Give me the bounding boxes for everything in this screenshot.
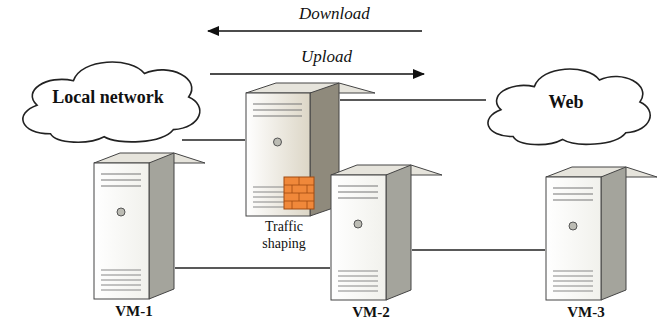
vent-line xyxy=(338,276,378,277)
power-button xyxy=(569,222,577,230)
server-tower xyxy=(93,152,175,300)
vent-line xyxy=(101,270,141,271)
server-label: VM-1 xyxy=(93,302,175,320)
brick-joint xyxy=(299,193,300,201)
vent-line xyxy=(553,276,593,277)
server-side xyxy=(149,153,174,299)
drive-slot xyxy=(338,191,378,192)
drive-slot xyxy=(253,115,302,116)
brick-joint xyxy=(307,185,308,193)
cloud-outline xyxy=(488,69,650,145)
vent-line xyxy=(101,280,141,281)
network-cloud: Web xyxy=(478,54,654,150)
vent-line xyxy=(553,291,593,292)
vent-line xyxy=(553,281,593,282)
server-node: Traffic shaping xyxy=(245,82,340,255)
network-link xyxy=(412,249,545,250)
server-node: VM-1 xyxy=(93,152,175,322)
server-tower xyxy=(330,164,412,301)
drive-slot xyxy=(253,103,302,104)
vent-line xyxy=(553,271,593,272)
vent-line xyxy=(101,275,141,276)
server-node: VM-3 xyxy=(545,166,627,323)
server-side xyxy=(386,165,411,300)
server-label: VM-3 xyxy=(545,303,627,321)
server-top xyxy=(331,165,442,175)
drive-slot xyxy=(553,199,593,200)
drive-slot xyxy=(101,185,141,186)
server-front xyxy=(546,177,601,300)
vent-line xyxy=(338,291,378,292)
drive-slot xyxy=(101,173,141,174)
power-button xyxy=(274,138,282,146)
server-label: VM-2 xyxy=(330,303,412,321)
brick-joint xyxy=(292,201,293,209)
drive-slot xyxy=(338,185,378,186)
server-side xyxy=(601,167,626,300)
download-arrow xyxy=(208,30,422,32)
vent-line xyxy=(101,285,141,286)
brick-joint xyxy=(299,177,300,185)
power-button xyxy=(117,208,125,216)
direction-label: Download xyxy=(299,4,370,24)
server-node: VM-2 xyxy=(330,164,412,323)
network-link xyxy=(182,139,245,140)
drive-slot xyxy=(253,109,302,110)
network-cloud: Local network xyxy=(12,46,204,148)
vent-line xyxy=(553,286,593,287)
vent-line xyxy=(338,271,378,272)
server-label: Traffic shaping xyxy=(253,219,315,253)
network-label: Web xyxy=(548,92,583,113)
drive-slot xyxy=(338,197,378,198)
server-tower xyxy=(245,82,340,217)
vent-line xyxy=(338,286,378,287)
network-label: Local network xyxy=(52,87,164,108)
server-front xyxy=(331,175,386,300)
server-front xyxy=(94,163,149,299)
drive-slot xyxy=(101,179,141,180)
drive-slot xyxy=(553,187,593,188)
firewall-brick xyxy=(284,177,314,209)
vent-line xyxy=(338,281,378,282)
direction-label: Upload xyxy=(301,47,352,67)
drive-slot xyxy=(553,193,593,194)
server-top xyxy=(546,167,657,177)
upload-arrow xyxy=(210,73,424,75)
network-link xyxy=(340,99,486,100)
vent-line xyxy=(101,290,141,291)
power-button xyxy=(354,220,362,228)
server-top xyxy=(246,83,375,93)
server-tower xyxy=(545,166,627,301)
cloud-outline xyxy=(23,62,200,142)
brick-joint xyxy=(307,201,308,209)
brick-joint xyxy=(292,185,293,193)
server-top xyxy=(94,153,205,163)
network-link xyxy=(175,267,330,268)
